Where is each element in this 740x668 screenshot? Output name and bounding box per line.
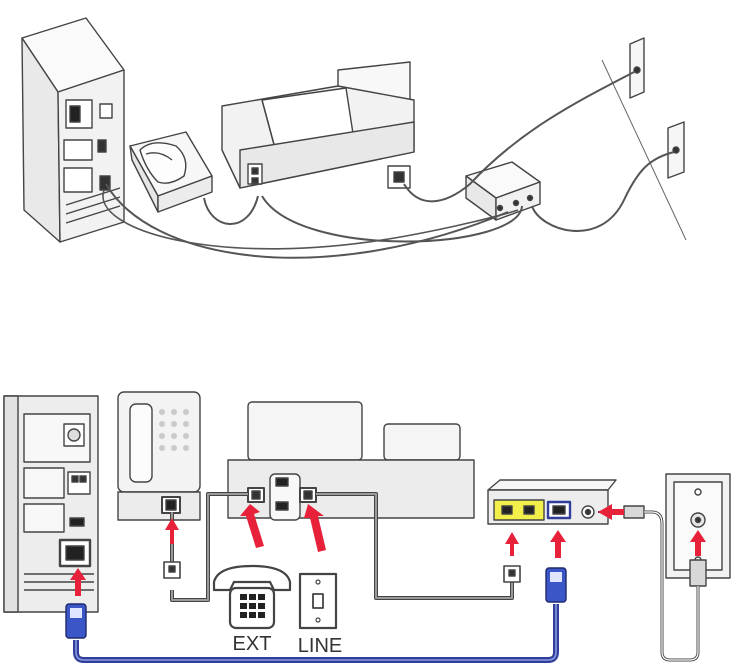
- bottom-schematic: [3, 391, 731, 663]
- arrow-up-icon: [550, 530, 566, 558]
- top-cables: [102, 71, 675, 259]
- arrow-up-icon: [165, 518, 179, 544]
- splitter-box: [465, 161, 541, 221]
- computer-tower: [21, 17, 125, 243]
- printer-front: [227, 401, 475, 521]
- telephone-front: [117, 391, 201, 521]
- wall-edge: [601, 59, 687, 241]
- ethernet-cable: [65, 567, 567, 663]
- ext-phone-icon: [212, 564, 292, 630]
- ext-label: EXT: [233, 633, 272, 655]
- printer: [221, 61, 415, 189]
- arrow-up-icon: [505, 532, 519, 556]
- line-wall-jack-icon: [298, 572, 338, 630]
- arrow-left-icon: [598, 504, 624, 520]
- arrow-up-icon: [304, 504, 326, 552]
- rj11-plugs: [163, 561, 521, 583]
- computer-front: [3, 395, 99, 613]
- arrow-up-icon: [690, 530, 706, 556]
- line-label: LINE: [298, 635, 342, 657]
- wall-jack-lower: [667, 121, 685, 179]
- connection-arrows: [70, 504, 706, 596]
- top-illustration: [21, 17, 687, 259]
- wall-jack-upper: [629, 37, 645, 99]
- telephone-set: [129, 131, 213, 213]
- dsl-modem: [487, 479, 617, 525]
- arrow-up-icon: [240, 504, 264, 548]
- arrow-up-icon: [70, 568, 86, 596]
